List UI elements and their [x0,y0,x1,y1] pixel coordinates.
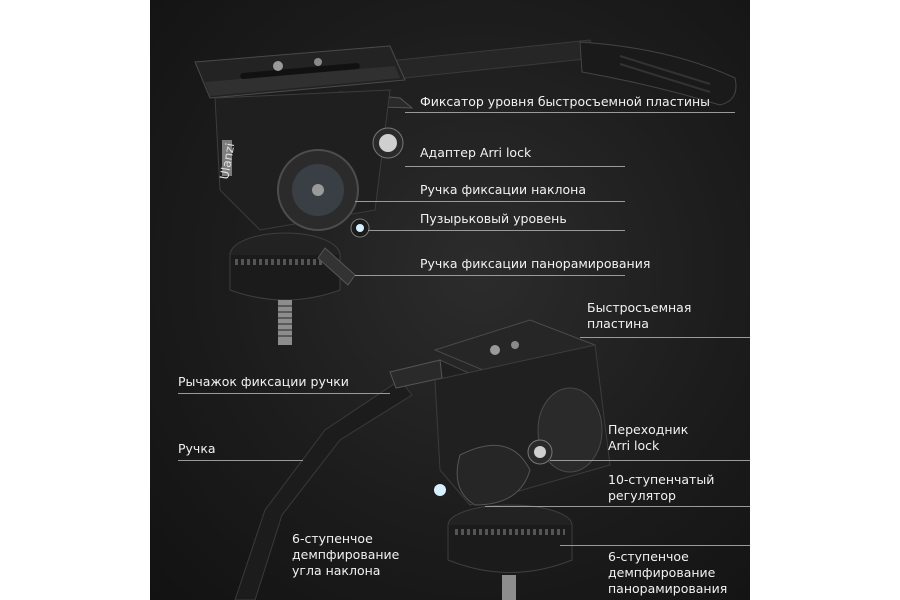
callout-tilt-lock-knob: Ручка фиксации наклона [420,182,586,197]
leader-line [405,166,625,167]
brand-logo: Ulanzi [217,142,237,181]
top-fluid-head [194,39,737,345]
callout-handle-lock-lever: Рычажок фиксации ручки [178,374,349,389]
leader-line [178,460,303,461]
callout-quick-release-plate: Быстросъемная пластина [587,300,692,331]
callout-arri-adapter: Адаптер Arri lock [420,145,532,160]
callout-handle: Ручка [178,441,216,456]
leader-line [355,275,625,276]
leader-line [368,230,625,231]
callout-pan-lock-knob: Ручка фиксации панорамирования [420,256,651,271]
product-panel: Ulanzi Фиксатор уровня быстросъемной пла… [150,0,750,600]
leader-line [580,337,750,338]
leader-line [405,112,735,113]
callout-ten-step-regulator: 10-ступенчатый регулятор [608,472,715,503]
leader-line [485,506,750,507]
callout-arri-lock-adapter: Переходник Arri lock [608,422,689,453]
callout-plate-level-lock: Фиксатор уровня быстросъемной пластины [420,94,711,109]
leader-line [178,393,390,394]
tripod-heads-illustration: Ulanzi [194,39,737,600]
leader-line [355,201,625,202]
callout-tilt-damping: 6-ступенчое демпфирование угла наклона [292,531,400,578]
callout-bubble-level: Пузырьковый уровень [420,211,567,226]
leader-line [550,460,750,461]
leader-line [560,545,750,546]
callout-pan-damping: 6-ступенчое демпфирование панорамировани… [608,549,728,596]
bottom-fluid-head [234,319,611,600]
